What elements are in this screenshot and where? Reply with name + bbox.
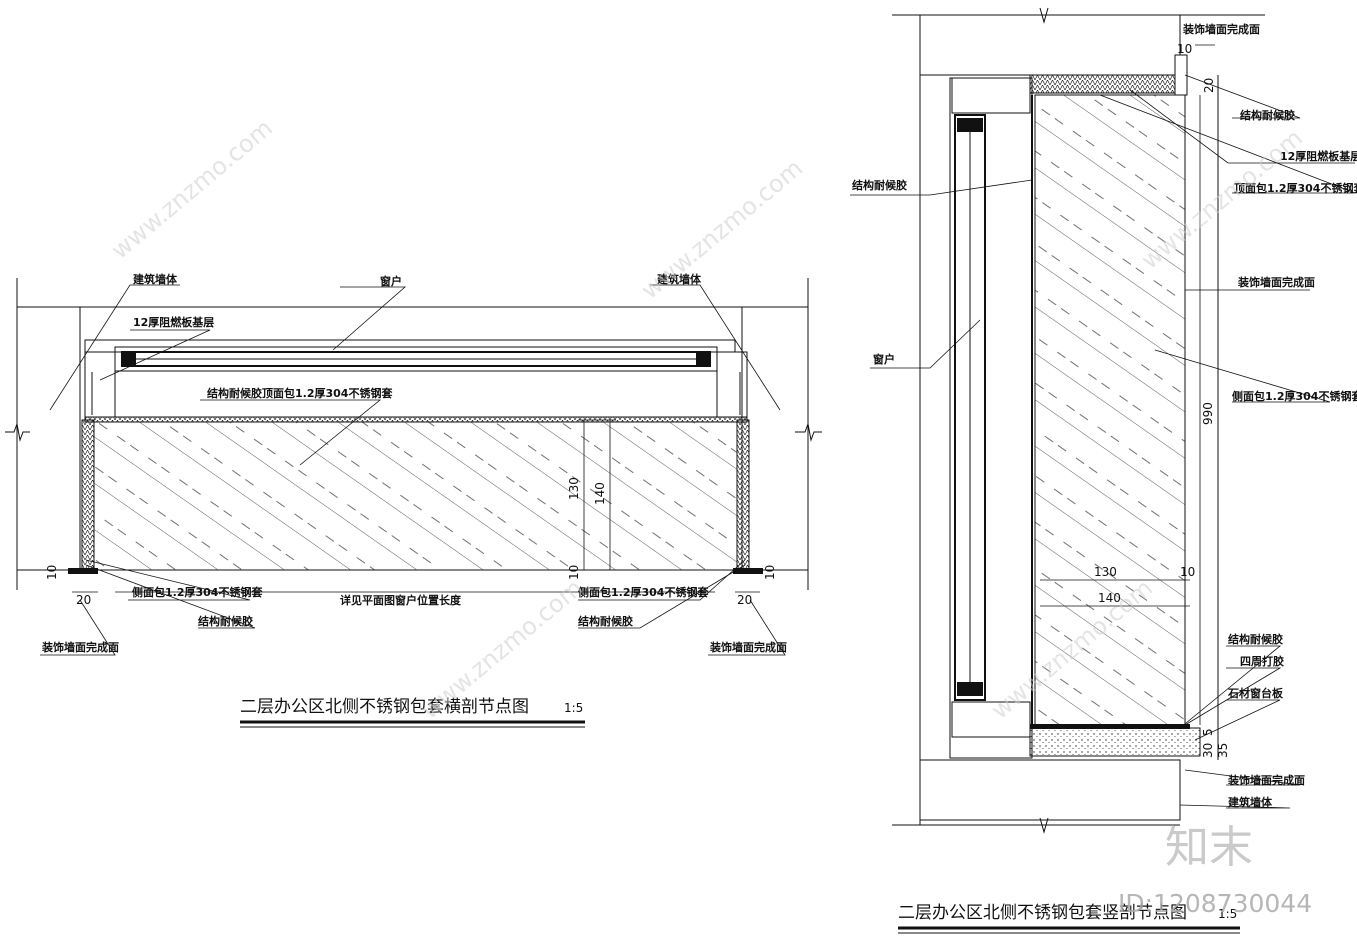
label-length-note: 详见平面图窗户位置长度 [340,593,462,607]
left-side-panel-r [736,419,750,573]
label-wall-left: 建筑墙体 [133,272,178,286]
label-finish-right: 装饰墙面完成面 [709,640,787,654]
label-wall-bottom: 建筑墙体 [1228,795,1273,809]
brand-watermark: 知末 [1165,822,1253,873]
label-sealant-left-right: 结构耐候胶 [851,178,907,192]
dim-130: 130 [567,477,581,500]
dim-10-mid-right: 10 [1180,565,1195,579]
left-section-view: 建筑墙体 建筑墙体 窗户 12厚阻燃板基层 结构耐候胶顶面包1.2厚304不锈钢… [5,272,822,728]
dim-10-right: 10 [763,565,777,580]
label-base-layer: 12厚阻燃板基层 [133,315,214,329]
dim-10-top: 10 [1177,42,1192,56]
label-top-cover-right: 顶面包1.2厚304不锈钢套 [1234,181,1357,195]
label-side-cover-left: 侧面包1.2厚304不锈钢套 [132,585,263,599]
dim-5: 5 [1201,728,1215,736]
left-view-scale: 1:5 [564,701,583,715]
left-top-panel [84,416,748,423]
left-glass-area [93,421,738,571]
dim-990: 990 [1201,402,1215,425]
label-sealant-bottom: 结构耐候胶 [1227,632,1283,646]
dim-10-left: 10 [45,565,59,580]
left-side-panel-l [81,419,95,573]
label-side-cover-r: 侧面包1.2厚304不锈钢套 [1232,389,1357,403]
dim-20-left: 20 [76,593,91,607]
label-window-right: 窗户 [873,352,895,366]
dim-20-top: 20 [1202,78,1216,93]
dim-30: 30 [1201,743,1215,758]
dim-35: 35 [1216,743,1230,758]
right-view-scale: 1:5 [1218,907,1237,921]
left-window-frame [84,339,748,418]
dim-130-right: 130 [1094,565,1117,579]
label-window: 窗户 [380,274,402,288]
right-window-frame [949,77,1033,759]
label-finish-top: 装饰墙面完成面 [1182,22,1260,36]
label-base-layer-right: 12厚阻燃板基层 [1280,149,1357,163]
watermark-text: www.znzmo.com [106,114,278,265]
left-wall [16,306,81,571]
left-view-title: 二层办公区北侧不锈钢包套横剖节点图 [240,697,529,717]
id-watermark: ID:1208730044 [1118,889,1312,918]
stone-sill [1029,727,1201,757]
label-stone-sill: 石材窗台板 [1227,686,1284,700]
label-finish-left: 装饰墙面完成面 [41,640,119,654]
label-finish-bottom: 装饰墙面完成面 [1227,773,1305,787]
dim-140: 140 [593,482,607,505]
label-perimeter-glue: 四周打胶 [1240,654,1284,668]
label-side-cover-right: 侧面包1.2厚304不锈钢套 [578,585,709,599]
right-section-view: 装饰墙面完成面 结构耐候胶 12厚阻燃板基层 顶面包1.2厚304不锈钢套 结构… [850,7,1357,934]
dim-20-right: 20 [737,593,752,607]
dim-10-mid: 10 [567,565,581,580]
right-glass-area [1034,94,1186,726]
watermark-text: www.znzmo.com [636,154,808,305]
label-sealant-right: 结构耐候胶 [577,614,633,628]
label-top-cover: 结构耐候胶顶面包1.2厚304不锈钢套 [206,386,393,400]
label-finish-mid: 装饰墙面完成面 [1237,275,1315,289]
label-sealant-left: 结构耐候胶 [197,614,253,628]
label-sealant-top: 结构耐候胶 [1239,108,1295,122]
right-wall [741,306,809,571]
label-wall-right: 建筑墙体 [657,272,702,286]
dim-140-right: 140 [1098,591,1121,605]
right-view-title: 二层办公区北侧不锈钢包套竖剖节点图 [898,903,1187,923]
